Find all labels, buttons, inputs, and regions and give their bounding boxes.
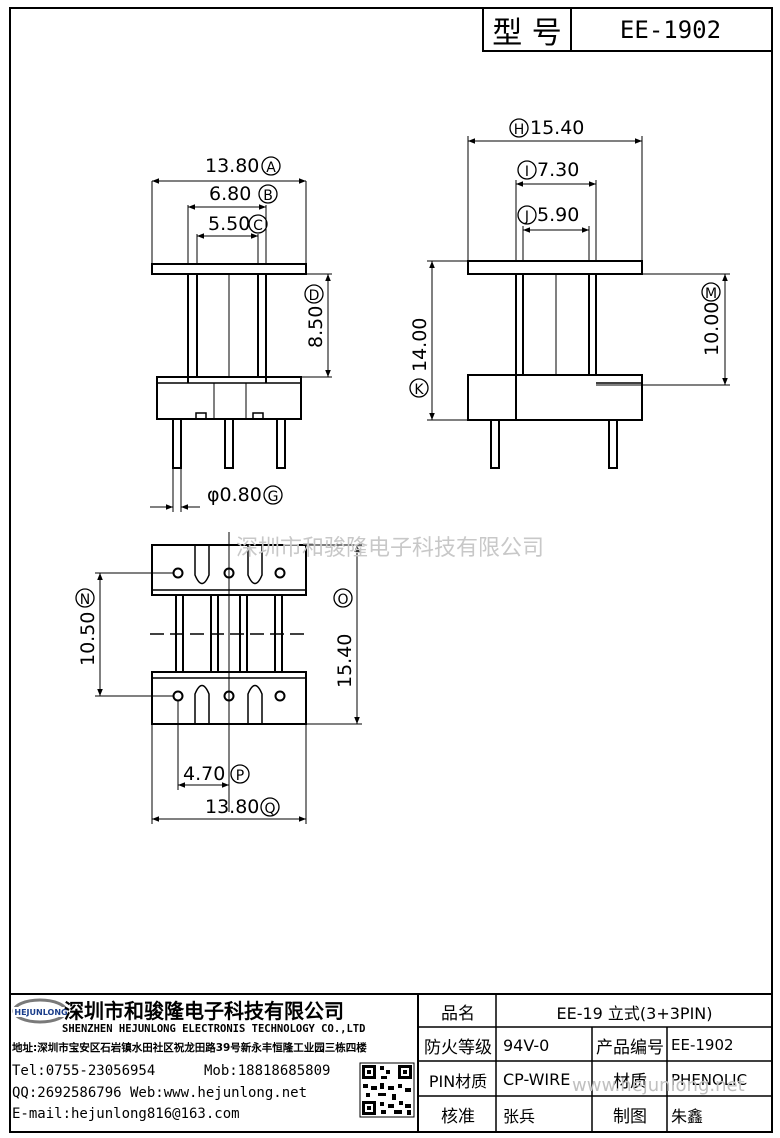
dim-i-value: 7.30 [537,159,579,181]
dim-b-value: 6.80 [209,183,251,205]
svg-text:HEJUNLONG: HEJUNLONG [14,1008,67,1017]
svg-text:J: J [524,209,529,225]
dim-a-tag: A [261,156,281,176]
product-name-value: EE-19 立式(3+3PIN) [556,1003,713,1023]
dim-j-value: 5.90 [537,204,579,226]
fire-rating-value: 94V-0 [503,1035,550,1055]
bottom-view [150,532,308,812]
fire-rating-label: 防火等级 [424,1037,492,1058]
dim-c-tag: C [248,214,268,234]
side-view-dimension-lines [427,136,730,421]
dim-n-value: 10.50 [77,612,99,666]
dim-p-tag: P [230,764,250,784]
dim-j-tag: J [517,205,537,225]
drafter-label: 制图 [613,1107,647,1127]
dim-h-tag: H [509,118,529,138]
reviewer-value: 张兵 [503,1106,536,1126]
product-name-label: 品名 [441,1004,475,1024]
dim-q-tag: Q [260,797,280,817]
qr-code-icon [359,1062,415,1118]
company-mobile: Mob:18818685809 [204,1063,331,1079]
dim-m-value: 10.00 [701,302,723,356]
svg-text:A: A [266,160,276,176]
dim-i-tag: I [517,160,537,180]
company-tel: Tel:0755-23056954 [12,1063,156,1079]
svg-text:Q: Q [264,801,275,817]
dim-o-value: 15.40 [334,634,356,688]
company-name-cn: 深圳市和骏隆电子科技有限公司 [64,998,344,1023]
dim-m-tag: M [701,282,721,302]
dim-n-tag: N [75,588,95,608]
svg-text:O: O [337,592,348,608]
dim-g-tag: G [263,485,283,505]
company-name-en: SHENZHEN HEJUNLONG ELECTRONIS TECHNOLOGY… [62,1023,366,1035]
model-label: 型 号 [482,7,572,52]
dim-d-tag: D [304,284,324,304]
bottom-view-dimension-lines [95,544,362,824]
watermark-footer: www.hejunlong.net [572,1074,745,1096]
svg-text:D: D [309,288,320,304]
watermark-center: 深圳市和骏隆电子科技有限公司 [236,536,544,561]
reviewer-label: 核准 [441,1107,475,1127]
product-code-label: 产品编号 [596,1037,664,1058]
dim-b-tag: B [258,184,278,204]
svg-text:G: G [268,489,279,505]
company-qq-web: QQ:2692586796 Web:www.hejunlong.net [12,1085,308,1101]
svg-text:P: P [236,768,244,784]
dim-p-value: 4.70 [183,763,225,785]
drawing-frame [9,7,773,1133]
dim-a-value: 13.80 [205,155,259,177]
dimension-labels: 13.80 A 6.80 B 5.50 C 8.50 D φ0.80 G 15.… [75,117,723,818]
front-view-dimension-lines [150,178,332,512]
svg-text:N: N [80,592,90,608]
dim-k-value: 14.00 [409,318,431,372]
svg-text:C: C [253,218,263,234]
model-value: EE-1902 [570,7,773,52]
dim-h-value: 15.40 [530,117,584,139]
title-block-grid [9,993,773,1133]
material-label: 材质 [613,1072,647,1092]
dim-k-tag: K [409,378,429,398]
dim-q-value: 13.80 [205,796,259,818]
drafter-value: 朱鑫 [671,1106,704,1126]
company-address: 地址:深圳市宝安区石岩镇水田社区祝龙田路39号新永丰恒隆工业园三栋四楼 [12,1041,367,1054]
svg-text:K: K [414,382,424,398]
product-code-value: EE-1902 [671,1036,734,1054]
company-logo-icon: HEJUNLONG [12,998,69,1024]
material-value: PHENOLIC [671,1070,748,1089]
svg-text:H: H [514,122,525,138]
svg-text:M: M [705,286,717,302]
side-view [467,260,643,469]
pin-material-label: PIN材质 [428,1071,488,1091]
front-view [151,263,307,469]
company-email: E-mail:hejunlong816@163.com [12,1106,240,1122]
dim-d-value: 8.50 [305,306,327,348]
dim-g-value: φ0.80 [207,484,262,506]
svg-text:B: B [263,188,273,204]
dim-o-tag: O [333,588,353,608]
svg-text:I: I [525,164,529,180]
pin-material-value: CP-WIRE [503,1070,571,1089]
dim-c-value: 5.50 [208,213,250,235]
